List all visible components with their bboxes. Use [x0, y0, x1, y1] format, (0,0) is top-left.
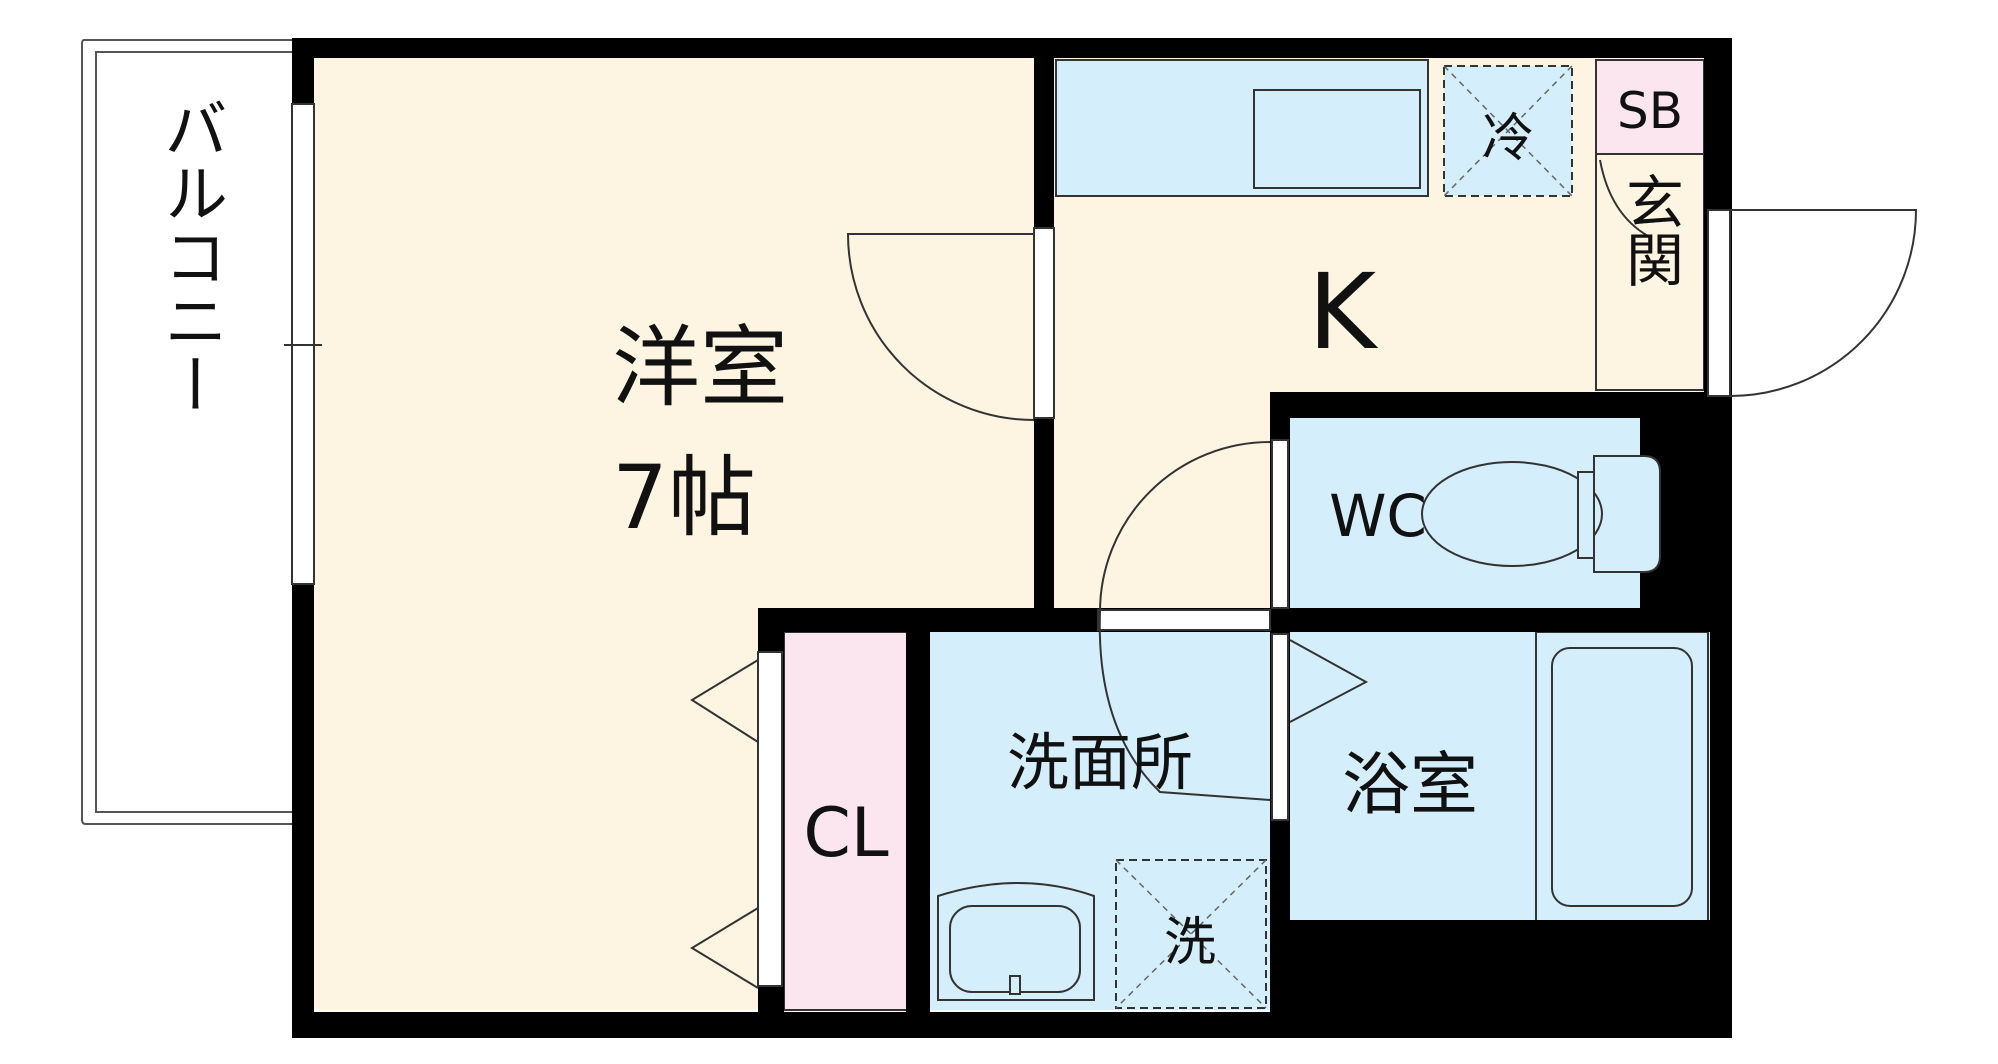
western-room-size: 7帖 — [612, 446, 756, 549]
bath-label: 浴室 — [1342, 746, 1478, 825]
balcony — [81, 39, 292, 825]
washer-x2 — [1115, 859, 1267, 1009]
toilet-label: WC — [1329, 482, 1427, 550]
entrance-label: 玄関 — [1616, 172, 1684, 288]
entrance-floor — [1595, 153, 1705, 391]
washroom-label: 洗面所 — [1007, 726, 1193, 799]
door-swings — [690, 159, 1918, 989]
western-room-name: 洋室 — [612, 316, 788, 419]
closet-label: CL — [803, 794, 888, 873]
balcony-label: バルコニー — [153, 96, 227, 416]
washbasin-fixture — [937, 882, 1095, 1001]
openings — [291, 103, 1731, 987]
toilet-fixture — [1421, 455, 1661, 573]
fridge-label: 冷 — [1482, 109, 1534, 169]
washer-space — [1115, 859, 1267, 1009]
washer-label: 洗 — [1164, 913, 1216, 973]
washer-x1 — [1115, 859, 1267, 1009]
shoe-box-label: SB — [1617, 82, 1683, 140]
kitchen-label: K — [1308, 251, 1379, 373]
fridge-x2 — [1443, 65, 1573, 197]
bathtub — [1535, 631, 1709, 923]
bathtub-inner — [1551, 647, 1693, 907]
sink-basin — [1253, 89, 1421, 189]
